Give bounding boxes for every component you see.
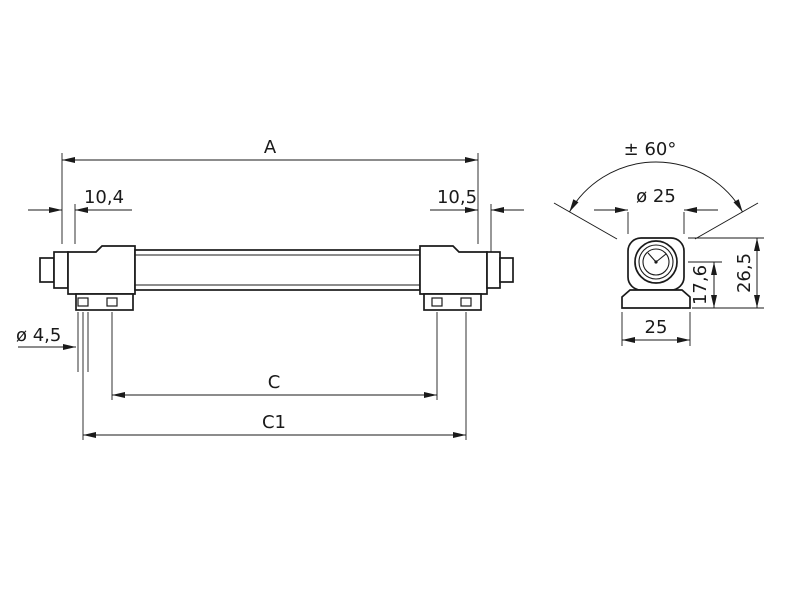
right-stub-pin xyxy=(499,257,514,283)
dim-label-tube-diameter: ø 25 xyxy=(636,186,676,207)
left-mounting-hole-2 xyxy=(106,297,118,307)
socket-detail-line-2 xyxy=(655,253,667,263)
swivel-head xyxy=(627,237,685,291)
dim-label-axis-height: 17,6 xyxy=(690,265,711,305)
right-end-cap xyxy=(419,245,488,311)
left-stub-pin xyxy=(39,257,55,283)
tube-diameter-dimension: ø 25 xyxy=(594,186,718,234)
swivel-ray-right xyxy=(694,202,759,240)
dim-label-base-width: 25 xyxy=(645,317,668,338)
dim-label-hole-diameter: ø 4,5 xyxy=(16,325,61,346)
socket-center-dot xyxy=(654,260,658,264)
swivel-ray-left xyxy=(553,202,618,240)
dim-label-overall-height: 26,5 xyxy=(734,253,755,293)
dim-label-overall-length: A xyxy=(264,137,277,158)
tube-body xyxy=(134,249,421,291)
dim-label-c1: C1 xyxy=(262,412,286,433)
swivel-arc xyxy=(568,161,744,213)
dim-label-swivel-angle: ± 60° xyxy=(624,139,677,160)
dim-label-right-offset: 10,5 xyxy=(437,187,477,208)
left-end-cap xyxy=(67,245,136,311)
left-stub-flange xyxy=(53,251,69,289)
dim-label-left-offset: 10,4 xyxy=(84,187,124,208)
right-cap-body xyxy=(419,245,488,295)
tube-outline xyxy=(134,249,421,291)
right-pivot-stub xyxy=(486,251,514,289)
mounting-foot xyxy=(621,289,691,309)
left-cap-body xyxy=(67,245,136,295)
right-mounting-hole-1 xyxy=(431,297,443,307)
swivel-angle-dimension: ± 60° xyxy=(553,139,759,240)
socket-detail-line-1 xyxy=(647,252,657,263)
overall-height-dimension: 26,5 xyxy=(688,237,764,309)
side-view-dimensions: A 10,4 10,5 ø 4,5 C C1 xyxy=(16,137,524,440)
right-mounting-hole-2 xyxy=(460,297,472,307)
axis-height-dimension: 17,6 xyxy=(688,261,722,308)
socket-circle xyxy=(642,248,670,276)
tube-inner-wall-circle xyxy=(638,244,674,280)
left-mounting-bracket xyxy=(75,293,134,311)
end-view: ± 60° ø 25 17,6 26,5 xyxy=(553,139,764,346)
base-width-dimension: 25 xyxy=(621,312,691,346)
left-pivot-stub xyxy=(39,251,69,289)
side-view: A 10,4 10,5 ø 4,5 C C1 xyxy=(16,137,524,440)
dim-label-c: C xyxy=(268,372,281,393)
right-stub-flange xyxy=(486,251,501,289)
left-mounting-hole-1 xyxy=(77,297,89,307)
